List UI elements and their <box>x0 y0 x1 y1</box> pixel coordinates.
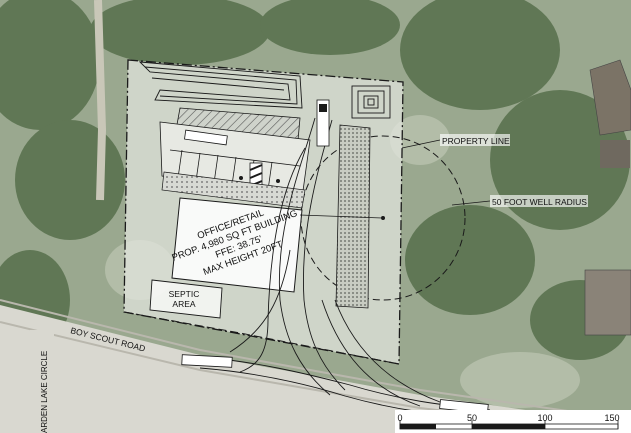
scale-tick-150: 150 <box>604 413 619 423</box>
dirt-track <box>94 0 107 201</box>
vehicle-parked <box>184 129 228 146</box>
side-road-surface <box>30 330 54 433</box>
drainage-swale <box>138 61 303 109</box>
septic-area <box>149 279 223 319</box>
retention-pond <box>351 85 391 119</box>
property-line-leader <box>401 139 441 149</box>
sidewalk <box>161 171 306 209</box>
road-surface <box>0 305 631 433</box>
building-footprint <box>171 197 303 293</box>
septic-label-2: AREA <box>172 299 195 309</box>
neighbour-buildings <box>584 59 631 336</box>
property-line <box>123 59 404 365</box>
well-radius-label: 50 FOOT WELL RADIUS <box>492 197 587 207</box>
parking-east-strip <box>335 124 371 309</box>
truck-road <box>181 354 233 368</box>
septic-label-1: SEPTIC <box>169 289 200 299</box>
road-label-arden-lake: ARDEN LAKE CIRCLE <box>40 351 49 433</box>
right-of-way-line <box>123 311 400 365</box>
property-line-label: PROPERTY LINE <box>442 136 510 146</box>
scale-tick-0: 0 <box>397 413 402 423</box>
scale-tick-100: 100 <box>537 413 552 423</box>
scale-bar: 0 50 100 150 <box>395 410 631 433</box>
accessible-symbol <box>239 176 280 183</box>
well-radius-leader <box>451 200 491 206</box>
well-marker <box>381 216 385 220</box>
scale-tick-50: 50 <box>467 413 477 423</box>
